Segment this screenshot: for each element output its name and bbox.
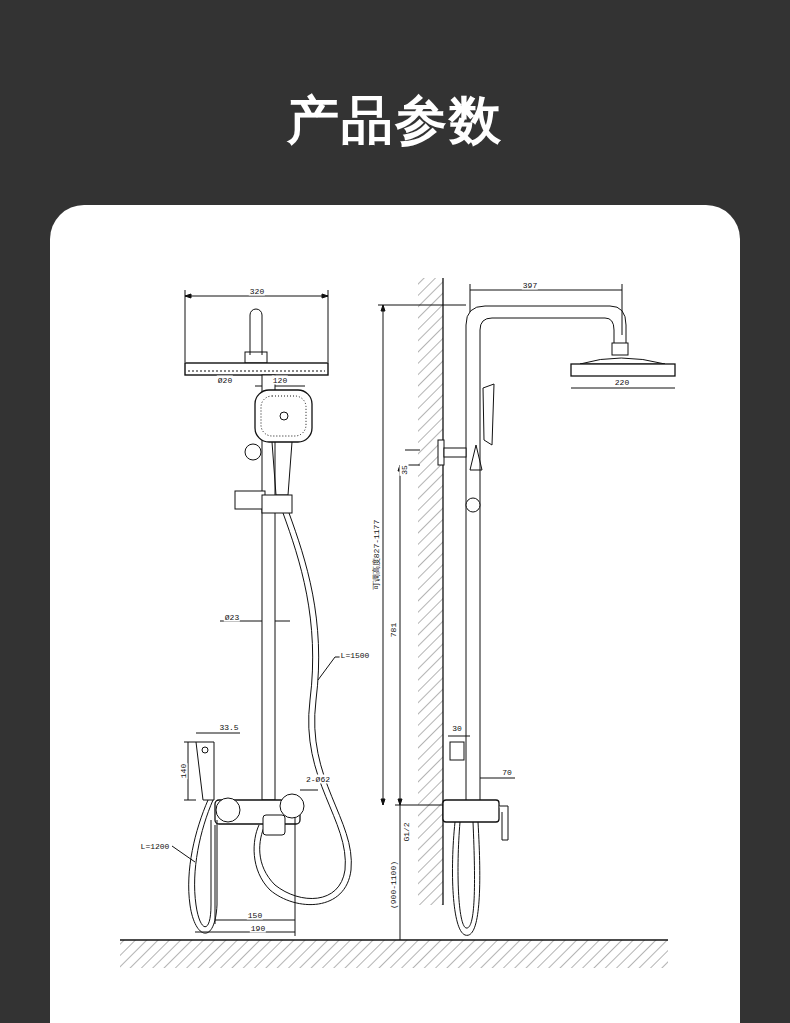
dimension-label: 可调高度827-1177 [372, 519, 381, 591]
dimension-label: 150 [247, 911, 263, 920]
dimension-label: 120 [272, 376, 288, 385]
dimension-label: Ø20 [217, 376, 233, 385]
dimension-label: L=1200 [140, 842, 171, 851]
dimension-label: 320 [249, 287, 265, 296]
dimension-label: 2-Ø62 [305, 775, 331, 784]
dimension-label: 140 [179, 763, 188, 779]
dimension-label: L=1500 [340, 651, 371, 660]
dimension-label: 35 [400, 464, 409, 476]
dimension-label: 33.5 [218, 723, 239, 732]
dimension-label: 781 [389, 622, 398, 638]
dimension-label: 397 [522, 281, 538, 290]
dimension-label: 220 [614, 378, 630, 387]
dimension-label: Ø23 [224, 613, 240, 622]
dimension-label: 70 [501, 768, 513, 777]
dimension-label: (900-1100) [389, 860, 398, 910]
dimension-label: 190 [250, 924, 266, 933]
dimension-label: 30 [451, 724, 463, 733]
page-title: 产品参数 [0, 88, 790, 152]
dimension-label: G1/2 [402, 821, 411, 842]
